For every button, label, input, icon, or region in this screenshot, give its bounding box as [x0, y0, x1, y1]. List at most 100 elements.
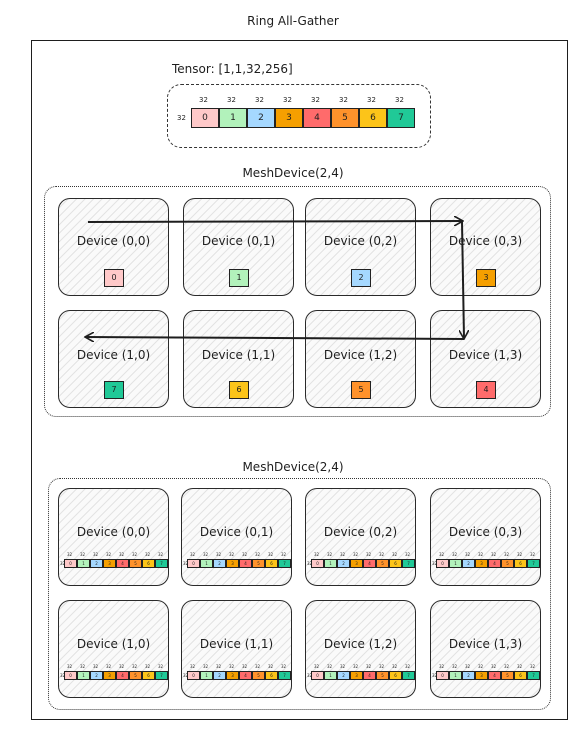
gathered-shard-6: 6: [142, 559, 155, 568]
ring-arrow-top: [87, 221, 462, 222]
gathered-col-size: 32: [353, 664, 359, 669]
gathered-shard-1: 1: [200, 671, 213, 680]
device-card: Device (0,1)1: [183, 198, 294, 296]
gathered-shard-5: 5: [501, 671, 514, 680]
gathered-col-size: 32: [67, 552, 73, 557]
gathered-col-size: 32: [405, 664, 411, 669]
tensor-col-size: 32: [199, 96, 208, 104]
gathered-col-size: 32: [517, 552, 523, 557]
gathered-shard-3: 3: [226, 559, 239, 568]
device-card: Device (1,1)6: [183, 310, 294, 408]
gathered-shard-2: 2: [462, 559, 475, 568]
gathered-col-size: 32: [314, 664, 320, 669]
gathered-shard-2: 2: [90, 671, 103, 680]
device-label: Device (1,0): [76, 348, 151, 362]
gathered-col-size: 32: [439, 664, 445, 669]
gathered-shard-5: 5: [252, 671, 265, 680]
gathered-shard-0: 0: [436, 559, 449, 568]
gathered-col-size: 32: [229, 664, 235, 669]
gathered-shard-7: 7: [278, 671, 291, 680]
gathered-col-size: 32: [132, 664, 138, 669]
gathered-shard-6: 6: [514, 671, 527, 680]
mesh-before-container: [44, 186, 551, 417]
gathered-shard-7: 7: [527, 559, 540, 568]
gathered-col-size: 32: [366, 664, 372, 669]
tensor-col-size: 32: [367, 96, 376, 104]
gathered-shard-1: 1: [200, 559, 213, 568]
gathered-row-size: 32: [183, 673, 189, 678]
gathered-shard-5: 5: [376, 671, 389, 680]
shard-chip-4: 4: [476, 381, 496, 399]
mesh-after-label: MeshDevice(2,4): [242, 460, 344, 474]
gathered-shard-7: 7: [278, 559, 291, 568]
gathered-shard-4: 4: [363, 559, 376, 568]
gathered-col-size: 32: [379, 552, 385, 557]
gathered-col-size: 32: [229, 552, 235, 557]
gathered-col-size: 32: [203, 664, 209, 669]
gathered-shard-7: 7: [155, 559, 168, 568]
gathered-col-size: 32: [379, 664, 385, 669]
gathered-col-size: 32: [106, 552, 112, 557]
gathered-shard-6: 6: [389, 671, 402, 680]
device-label: Device (1,3): [448, 348, 523, 362]
gathered-col-size: 32: [203, 552, 209, 557]
gathered-col-size: 32: [216, 664, 222, 669]
tensor-col-size: 32: [227, 96, 236, 104]
gathered-col-size: 32: [340, 664, 346, 669]
gathered-shard-3: 3: [475, 671, 488, 680]
tensor-col-size: 32: [395, 96, 404, 104]
mesh-after-container: [48, 478, 551, 710]
gathered-col-size: 32: [405, 552, 411, 557]
gathered-col-size: 32: [190, 552, 196, 557]
gathered-shard-6: 6: [265, 671, 278, 680]
gathered-shard-4: 4: [363, 671, 376, 680]
gathered-shard-1: 1: [449, 559, 462, 568]
gathered-col-size: 32: [80, 552, 86, 557]
device-label: Device (0,3): [448, 234, 523, 248]
tensor-label: Tensor: [1,1,32,256]: [172, 62, 293, 76]
gathered-col-size: 32: [158, 552, 164, 557]
gathered-col-size: 32: [242, 552, 248, 557]
gathered-shard-2: 2: [337, 559, 350, 568]
gathered-shard-3: 3: [103, 671, 116, 680]
gathered-col-size: 32: [119, 664, 125, 669]
gathered-col-size: 32: [465, 552, 471, 557]
tensor-container: [167, 84, 431, 148]
gathered-shard-2: 2: [90, 559, 103, 568]
tensor-shard-5: 5: [331, 108, 359, 128]
tensor-col-size: 32: [255, 96, 264, 104]
device-label: Device (1,2): [323, 348, 398, 362]
gathered-col-size: 32: [491, 664, 497, 669]
shard-chip-0: 0: [104, 269, 124, 287]
gathered-col-size: 32: [190, 664, 196, 669]
device-label: Device (1,1): [199, 637, 274, 651]
gathered-col-size: 32: [366, 552, 372, 557]
gathered-shard-2: 2: [213, 671, 226, 680]
tensor-shard-6: 6: [359, 108, 387, 128]
gathered-col-size: 32: [93, 552, 99, 557]
gathered-col-size: 32: [281, 664, 287, 669]
device-card: Device (1,3) 4: [430, 310, 541, 408]
ring-arrow-right: [462, 221, 464, 338]
gathered-col-size: 32: [132, 552, 138, 557]
device-card: Device (1,2)5: [305, 310, 416, 408]
gathered-col-size: 32: [119, 552, 125, 557]
gathered-col-size: 32: [216, 552, 222, 557]
gathered-col-size: 32: [478, 664, 484, 669]
tensor-shard-1: 1: [219, 108, 247, 128]
gathered-shard-1: 1: [324, 671, 337, 680]
gathered-col-size: 32: [255, 664, 261, 669]
gathered-col-size: 32: [327, 552, 333, 557]
gathered-shard-2: 2: [462, 671, 475, 680]
gathered-row-size: 32: [307, 561, 313, 566]
gathered-col-size: 32: [268, 552, 274, 557]
gathered-col-size: 32: [145, 664, 151, 669]
ring-arrow-bottom: [86, 337, 465, 339]
